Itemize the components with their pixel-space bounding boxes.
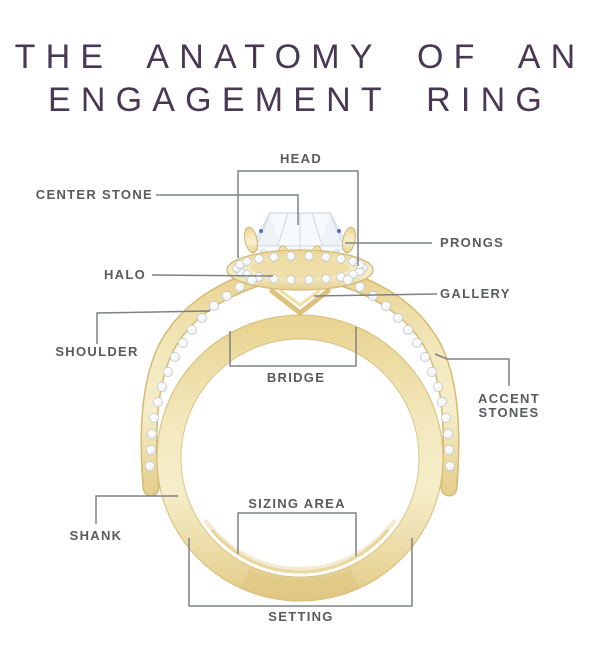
bridge-pointer-line (229, 327, 357, 367)
title-line-2: ENGAGEMENT RING (48, 81, 552, 119)
halo-pointer-line (151, 274, 274, 277)
label-halo: HALO (103, 267, 146, 282)
label-shoulder: SHOULDER (55, 344, 139, 359)
sizing-area-pointer-line (237, 512, 357, 556)
ring-illustration (140, 212, 460, 602)
gallery-illustration (269, 288, 331, 317)
label-accent-stones: ACCENT STONES (478, 392, 540, 420)
label-sizing-area: SIZING AREA (248, 496, 346, 511)
gallery-pointer-line (313, 293, 438, 297)
label-accent-stones-line2: STONES (478, 405, 540, 420)
label-shank: SHANK (69, 528, 123, 543)
label-prongs: PRONGS (440, 235, 505, 250)
shoulder-bands (140, 269, 460, 497)
page-title: THE ANATOMY OF AN ENGAGEMENT RING (0, 36, 600, 122)
band-illustration (156, 314, 444, 602)
label-accent-stones-line1: ACCENT (478, 391, 540, 406)
shoulder-pointer-line (96, 310, 211, 344)
accent-stones-illustration (145, 274, 455, 471)
label-head: HEAD (279, 151, 323, 166)
label-setting: SETTING (268, 609, 334, 624)
label-gallery: GALLERY (440, 286, 511, 301)
shank-pointer-line (95, 495, 178, 524)
head-pointer-line (237, 170, 359, 266)
pointer-lines (95, 170, 510, 607)
label-center-stone: CENTER STONE (35, 187, 153, 202)
halo-illustration (226, 249, 374, 291)
setting-pointer-line (188, 538, 413, 607)
label-bridge: BRIDGE (266, 370, 326, 385)
halo-stones (232, 251, 368, 285)
title-line-1: THE ANATOMY OF AN (14, 38, 586, 76)
center-stone-pointer-line (156, 194, 299, 225)
accent-stones-pointer-line (434, 353, 510, 386)
